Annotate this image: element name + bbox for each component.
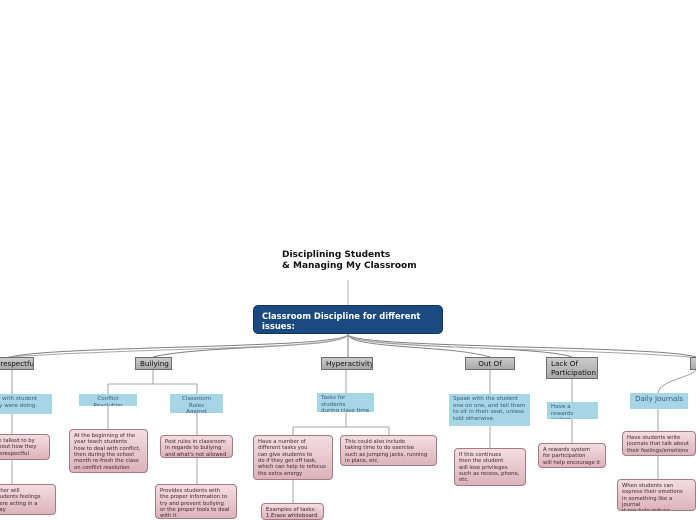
note-speak-detail[interactable]: If this continues then the student will … xyxy=(454,448,526,486)
branch-disrespectful[interactable]: Disrespectful xyxy=(0,357,34,370)
note-disrespect-feelings[interactable]: other will students feelings were acting… xyxy=(0,484,56,515)
note-rules-detail[interactable]: Post rules in classroom in regards to bu… xyxy=(160,435,233,458)
note-tasks-examples[interactable]: Examples of tasks: 1.Erase whiteboard xyxy=(261,503,324,520)
branch-lack-of-participation[interactable]: Lack Of Participation xyxy=(546,357,598,379)
branch-hyperactivity[interactable]: Hyperactivity xyxy=(321,357,373,370)
note-tasks-number[interactable]: Have a number of different tasks you can… xyxy=(253,435,333,480)
note-tasks[interactable]: Tasks for students during class time xyxy=(317,393,374,412)
note-rewards-system[interactable]: Have a rewards system xyxy=(547,402,598,419)
branch-offscreen-right[interactable] xyxy=(690,357,696,370)
note-disrespect-talk[interactable]: one with student they were doing. xyxy=(0,394,52,414)
note-conflict-resolution[interactable]: Conflict Resolution xyxy=(79,394,137,406)
note-disrespect-detail[interactable]: be talked to by about how they disrespec… xyxy=(0,434,50,460)
note-classroom-rules[interactable]: Classroom Rules Against Bullying xyxy=(170,394,223,413)
note-journals-write[interactable]: Have students write journals that talk a… xyxy=(622,431,696,456)
note-tasks-exercise[interactable]: This could also include taking time to d… xyxy=(340,435,437,466)
note-journals-express[interactable]: When students can express their emotions… xyxy=(617,479,696,511)
note-rewards-detail[interactable]: A rewards system for participation will … xyxy=(538,443,606,468)
branch-out-of-seat[interactable]: Out Of Seat xyxy=(465,357,515,370)
diagram-title: Disciplining Students & Managing My Clas… xyxy=(282,250,417,271)
branch-bullying[interactable]: Bullying xyxy=(135,357,172,370)
note-speak-with-student[interactable]: Speak with the student one on one, and t… xyxy=(449,394,530,426)
note-daily-journals[interactable]: Daily Journals xyxy=(630,393,688,409)
note-rules-info[interactable]: Provides students with the proper inform… xyxy=(155,484,237,519)
note-conflict-detail[interactable]: At the beginning of the year teach stude… xyxy=(69,429,148,473)
root-topic[interactable]: Classroom Discipline for different issue… xyxy=(253,305,443,334)
